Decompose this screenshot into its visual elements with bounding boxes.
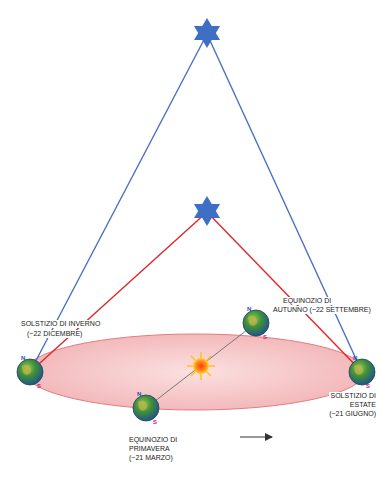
pole-letter: N bbox=[21, 355, 25, 362]
motion-arrow bbox=[240, 437, 272, 438]
earth bbox=[349, 359, 375, 385]
season-label: SOLSTIZIO DI INVERNO bbox=[20, 320, 101, 328]
season-label: PRIMAVERA bbox=[128, 445, 171, 453]
orbit bbox=[25, 334, 365, 410]
sight-line bbox=[30, 212, 207, 372]
season-label: ESTATE bbox=[349, 401, 377, 409]
season-label: SOLSTIZIO DI bbox=[329, 392, 377, 400]
pole-letter: N bbox=[353, 355, 357, 362]
pole-letter: S bbox=[366, 383, 370, 390]
pole-letter: S bbox=[37, 383, 41, 390]
sun bbox=[187, 352, 215, 380]
season-label: AUTUNNO (~22 SETTEMBRE) bbox=[272, 306, 372, 314]
earth bbox=[243, 310, 269, 336]
pole-letter: S bbox=[153, 419, 157, 426]
season-label: (~22 DICEMBRE) bbox=[26, 330, 83, 338]
star bbox=[194, 18, 220, 48]
earth bbox=[133, 395, 159, 421]
season-label: (~21 GIUGNO) bbox=[328, 410, 377, 418]
pole-letter: N bbox=[137, 391, 141, 398]
season-label: (~21 MARZO) bbox=[128, 454, 174, 462]
sight-line bbox=[207, 212, 362, 372]
earth bbox=[17, 359, 43, 385]
star bbox=[194, 196, 220, 226]
equinox-line bbox=[146, 323, 256, 408]
pole-letter: S bbox=[263, 334, 267, 341]
pole-letter: N bbox=[247, 306, 251, 313]
season-label: EQUINOZIO DI bbox=[282, 297, 332, 305]
sight-line bbox=[207, 34, 362, 372]
season-label: EQUINOZIO DI bbox=[128, 436, 178, 444]
